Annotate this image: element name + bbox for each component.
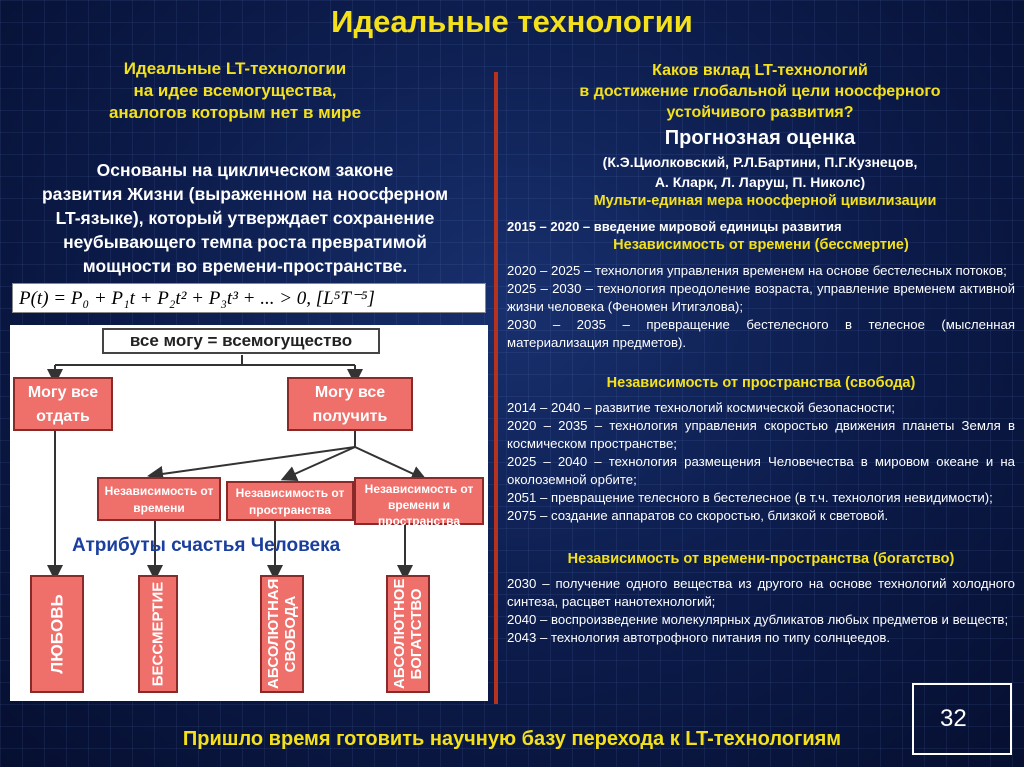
page-number: 32 [940, 705, 967, 732]
love-box: ЛЮБОВЬ [30, 575, 84, 693]
milestone-item: 2020 – 2035 – технология управления скор… [507, 418, 1015, 451]
milestone-item: 2040 – воспроизведение молекулярных дубл… [507, 612, 1009, 627]
time-space-independence-box: Независимость от времени и пространства [354, 477, 484, 528]
section-title-space: Независимость от пространства (свобода) [606, 375, 916, 391]
paragraph-line: Основаны на циклическом законе [96, 160, 394, 180]
wealth-label: АБСОЛЮТНОЕ БОГАТСТВО [391, 578, 425, 689]
section-title-wealth: Независимость от времени-пространства (б… [567, 551, 955, 567]
authors-list: (К.Э.Циолковский, Р.Л.Бартини, П.Г.Кузне… [520, 152, 1000, 192]
section-items-wealth: 2030 – получение одного вещества из друг… [507, 575, 1015, 647]
omnipotence-box: все могу = всемогущество [102, 328, 380, 354]
left-heading: Идеальные LT-технологии на идее всемогущ… [60, 58, 410, 124]
milestone-item: 2051 – превращение телесного в бестелесн… [507, 490, 993, 505]
right-heading-line: Каков вклад LT-технологий [652, 62, 868, 79]
right-heading: Каков вклад LT-технологий в достижение г… [520, 60, 1000, 123]
paragraph-line: развития Жизни (выраженном на ноосферном [41, 184, 449, 204]
first-milestone: 2015 – 2020 – введение мировой единицы р… [507, 219, 842, 234]
column-divider [494, 72, 498, 704]
left-heading-line: Идеальные LT-технологии [123, 59, 347, 78]
paragraph-line: мощности во времени-пространстве. [82, 256, 408, 276]
time-independence-box: Независимость от времени [97, 477, 221, 521]
happiness-attributes-title: Атрибуты счастья Человека [72, 535, 341, 556]
authors-line: А. Кларк, Л. Ларуш, П. Николс) [654, 174, 866, 190]
cyclic-law-paragraph: Основаны на циклическом законе развития … [20, 158, 470, 278]
right-heading-line: в достижение глобальной цели ноосферного [579, 83, 941, 100]
love-label: ЛЮБОВЬ [47, 594, 67, 674]
slide-title: Идеальные технологии [331, 4, 693, 39]
section-title-time: Независимость от времени (бессмертие) [613, 237, 909, 253]
footer-call: Пришло время готовить научную базу перех… [182, 728, 842, 750]
paragraph-line: LT-языке), который утверждает сохранение [55, 208, 435, 228]
wealth-box: АБСОЛЮТНОЕ БОГАТСТВО [386, 575, 430, 693]
milestone-item: 2020 – 2025 – технология управления врем… [507, 263, 1007, 278]
forecast-heading: Прогнозная оценка [664, 127, 856, 149]
omnipotence-diagram: все могу = всемогущество Могу все отдать… [10, 325, 488, 701]
left-heading-line: на идее всемогущества, [133, 81, 337, 100]
space-independence-box: Независимость от пространства [226, 481, 354, 521]
section-items-time: 2020 – 2025 – технология управления врем… [507, 262, 1015, 352]
milestone-item: 2030 – получение одного вещества из друг… [507, 576, 1015, 609]
give-all-box: Могу все отдать [13, 377, 113, 431]
milestone-item: 2025 – 2040 – технология размещения Чело… [507, 454, 1015, 487]
authors-line: (К.Э.Циолковский, Р.Л.Бартини, П.Г.Кузне… [602, 154, 918, 170]
freedom-box: АБСОЛЮТНАЯ СВОБОДА [260, 575, 304, 693]
section-items-space: 2014 – 2040 – развитие технологий космич… [507, 399, 1015, 525]
milestone-item: 2030 – 2035 – превращение бестелесного в… [507, 317, 1015, 350]
freedom-label: АБСОЛЮТНАЯ СВОБОДА [265, 578, 299, 689]
immortality-box: БЕССМЕРТИЕ [138, 575, 178, 693]
right-heading-line: устойчивого развития? [666, 104, 854, 121]
milestone-item: 2043 – технология автотрофного питания п… [507, 630, 891, 645]
receive-all-box: Могу все получить [287, 377, 413, 431]
power-formula: P(t) = P₀ + P₁t + P₂t² + P₃t³ + ... > 0,… [12, 283, 486, 313]
immortality-label: БЕССМЕРТИЕ [149, 581, 167, 687]
diagram-connectors [47, 355, 428, 581]
milestone-item: 2025 – 2030 – технология преодоление воз… [507, 281, 1015, 314]
paragraph-line: неубывающего темпа роста превратимой [63, 232, 427, 252]
milestone-item: 2075 – создание аппаратов со скоростью, … [507, 508, 889, 523]
left-heading-line: аналогов которым нет в мире [108, 103, 362, 122]
civilization-measure: Мульти-единая мера ноосферной цивилизаци… [593, 193, 937, 209]
page-number-frame [912, 683, 1012, 755]
milestone-item: 2014 – 2040 – развитие технологий космич… [507, 400, 895, 415]
